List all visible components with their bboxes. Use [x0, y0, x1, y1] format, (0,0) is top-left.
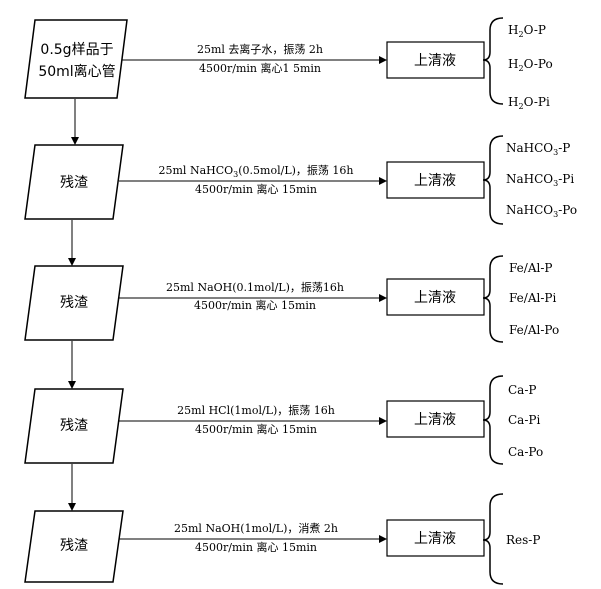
extraction-condition-2a: 25ml NaHCO3(0.5mol/L)，振荡 16h [159, 163, 354, 179]
residue-label-3: 残渣 [60, 295, 88, 311]
fraction-bracket-5 [482, 493, 504, 585]
supernatant-label-2: 上清液 [414, 173, 456, 189]
extraction-condition-3a: 25ml NaOH(0.1mol/L)，振荡16h [166, 280, 344, 294]
extraction-condition-4b: 4500r/min 离心 15min [195, 422, 317, 436]
fraction-feal-pi: Fe/Al-Pi [509, 291, 556, 305]
extraction-condition-5b: 4500r/min 离心 15min [195, 540, 317, 554]
extraction-condition-3b: 4500r/min 离心 15min [194, 298, 316, 312]
fraction-ca-p: Ca-P [508, 383, 536, 397]
supernatant-label-1: 上清液 [414, 53, 456, 69]
residue-node-4 [24, 388, 124, 464]
residue-label-5: 残渣 [60, 538, 88, 554]
fraction-nahco3-p: NaHCO3-P [506, 141, 570, 157]
residue-node-3 [24, 265, 124, 341]
supernatant-label-4: 上清液 [414, 412, 456, 428]
supernatant-box-3 [386, 278, 485, 316]
start-sample-node [24, 19, 128, 99]
fraction-bracket-4 [482, 375, 504, 465]
fraction-nahco3-po: NaHCO3-Po [506, 203, 577, 219]
extraction-condition-4a: 25ml HCl(1mol/L)，振荡 16h [177, 403, 335, 417]
fraction-feal-p: Fe/Al-P [509, 261, 552, 275]
fraction-h2o-pi: H2O-Pi [508, 95, 550, 111]
supernatant-box-5 [386, 519, 485, 557]
extraction-condition-1b: 4500r/min 离心1 5min [199, 61, 321, 75]
fraction-nahco3-pi: NaHCO3-Pi [506, 172, 574, 188]
fraction-bracket-2 [482, 135, 504, 225]
residue-node-5 [24, 510, 124, 583]
extraction-condition-5a: 25ml NaOH(1mol/L)，消煮 2h [174, 521, 338, 535]
extraction-condition-2b: 4500r/min 离心 15min [195, 182, 317, 196]
fraction-ca-po: Ca-Po [508, 445, 543, 459]
fraction-ca-pi: Ca-Pi [508, 413, 540, 427]
extraction-condition-1a: 25ml 去离子水，振荡 2h [197, 42, 323, 56]
fraction-bracket-1 [482, 17, 504, 105]
residue-node-2 [24, 144, 124, 220]
fraction-h2o-po: H2O-Po [508, 57, 553, 73]
fraction-h2o-p: H2O-P [508, 23, 546, 39]
residue-label-2: 残渣 [60, 175, 88, 191]
start-label-line2: 50ml离心管 [38, 63, 115, 80]
start-label-line1: 0.5g样品于 [40, 42, 113, 58]
fraction-bracket-3 [482, 255, 504, 343]
residue-label-4: 残渣 [60, 418, 88, 434]
supernatant-box-4 [386, 400, 485, 438]
supernatant-label-3: 上清液 [414, 290, 456, 306]
fraction-res-p: Res-P [506, 533, 540, 547]
fraction-feal-po: Fe/Al-Po [509, 323, 559, 337]
supernatant-label-5: 上清液 [414, 531, 456, 547]
